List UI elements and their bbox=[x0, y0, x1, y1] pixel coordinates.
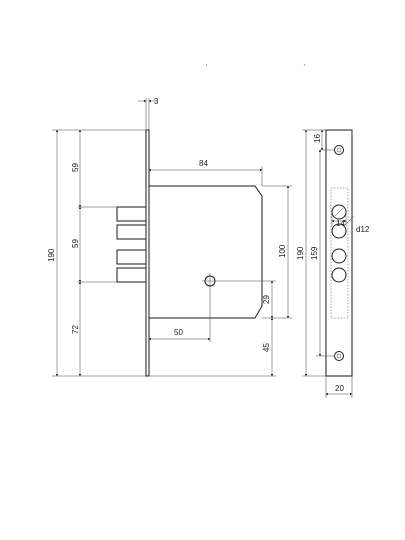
dim-faceplate-width-label: 20 bbox=[335, 384, 344, 393]
dim-bottom-offset: 45 bbox=[149, 317, 276, 377]
bolt-2 bbox=[116, 224, 147, 240]
dim-screw-offset-label: 16 bbox=[313, 134, 322, 143]
dim-faceplate-thickness: 3 bbox=[138, 97, 159, 130]
front-faceplate bbox=[325, 129, 353, 377]
dim-spindle-height-label: 29 bbox=[262, 295, 271, 304]
dim-spindle-offset-label: 50 bbox=[174, 328, 183, 337]
dim-bolt-diameter-label: d12 bbox=[356, 225, 370, 234]
dim-front-total-height: 190 bbox=[296, 129, 326, 377]
bolt-hole-2 bbox=[331, 223, 347, 239]
dim-bolt-zone-height-label: 159 bbox=[310, 246, 319, 260]
spindle-hole bbox=[202, 273, 218, 289]
lock-body bbox=[149, 185, 263, 319]
dim-faceplate-width: 20 bbox=[325, 376, 353, 398]
bolt-4 bbox=[116, 267, 147, 283]
dim-front-total-height-label: 190 bbox=[296, 246, 305, 260]
dim-bolt-to-bottom: 72 bbox=[71, 281, 82, 377]
dim-bolt-spacing-label: 59 bbox=[71, 239, 80, 248]
dim-bolt-pitch-label: 14 bbox=[336, 219, 345, 228]
bolt-3 bbox=[116, 249, 147, 265]
front-view: 16 190 159 14 d12 bbox=[296, 129, 370, 398]
dim-bottom-offset-label: 45 bbox=[262, 343, 271, 352]
dim-total-height: 190 bbox=[47, 129, 59, 377]
dim-total-height-label: 190 bbox=[47, 248, 56, 262]
dim-body-height: 100 bbox=[262, 185, 292, 319]
bolt-zone bbox=[330, 187, 349, 319]
top-scan-marks bbox=[205, 63, 306, 67]
dim-body-height-label: 100 bbox=[278, 244, 287, 258]
dim-bolt-diameter: d12 bbox=[343, 215, 370, 234]
bolt-holes bbox=[331, 204, 347, 283]
dim-backset-width: 84 bbox=[148, 159, 263, 186]
bolt-hole-4 bbox=[331, 267, 347, 283]
bolt-hole-1 bbox=[331, 204, 347, 220]
dim-top-to-bolt: 59 bbox=[71, 129, 82, 208]
dim-bolt-spacing: 59 bbox=[71, 206, 82, 283]
dim-spindle-offset: 50 bbox=[148, 289, 211, 342]
bolt-hole-3 bbox=[331, 248, 347, 264]
dim-screw-offset: 16 bbox=[313, 129, 335, 151]
dim-spindle-height: 29 bbox=[218, 280, 276, 319]
side-view: 3 190 59 59 72 84 bbox=[47, 97, 292, 377]
dim-backset-width-label: 84 bbox=[199, 159, 208, 168]
bolt-1 bbox=[116, 206, 147, 222]
top-screw bbox=[334, 145, 344, 155]
dim-top-to-bolt-label: 59 bbox=[71, 163, 80, 172]
bottom-screw bbox=[334, 351, 344, 361]
dim-bolt-to-bottom-label: 72 bbox=[71, 325, 80, 334]
dim-faceplate-thickness-label: 3 bbox=[154, 97, 159, 106]
dim-bolt-zone-height: 159 bbox=[310, 149, 335, 357]
